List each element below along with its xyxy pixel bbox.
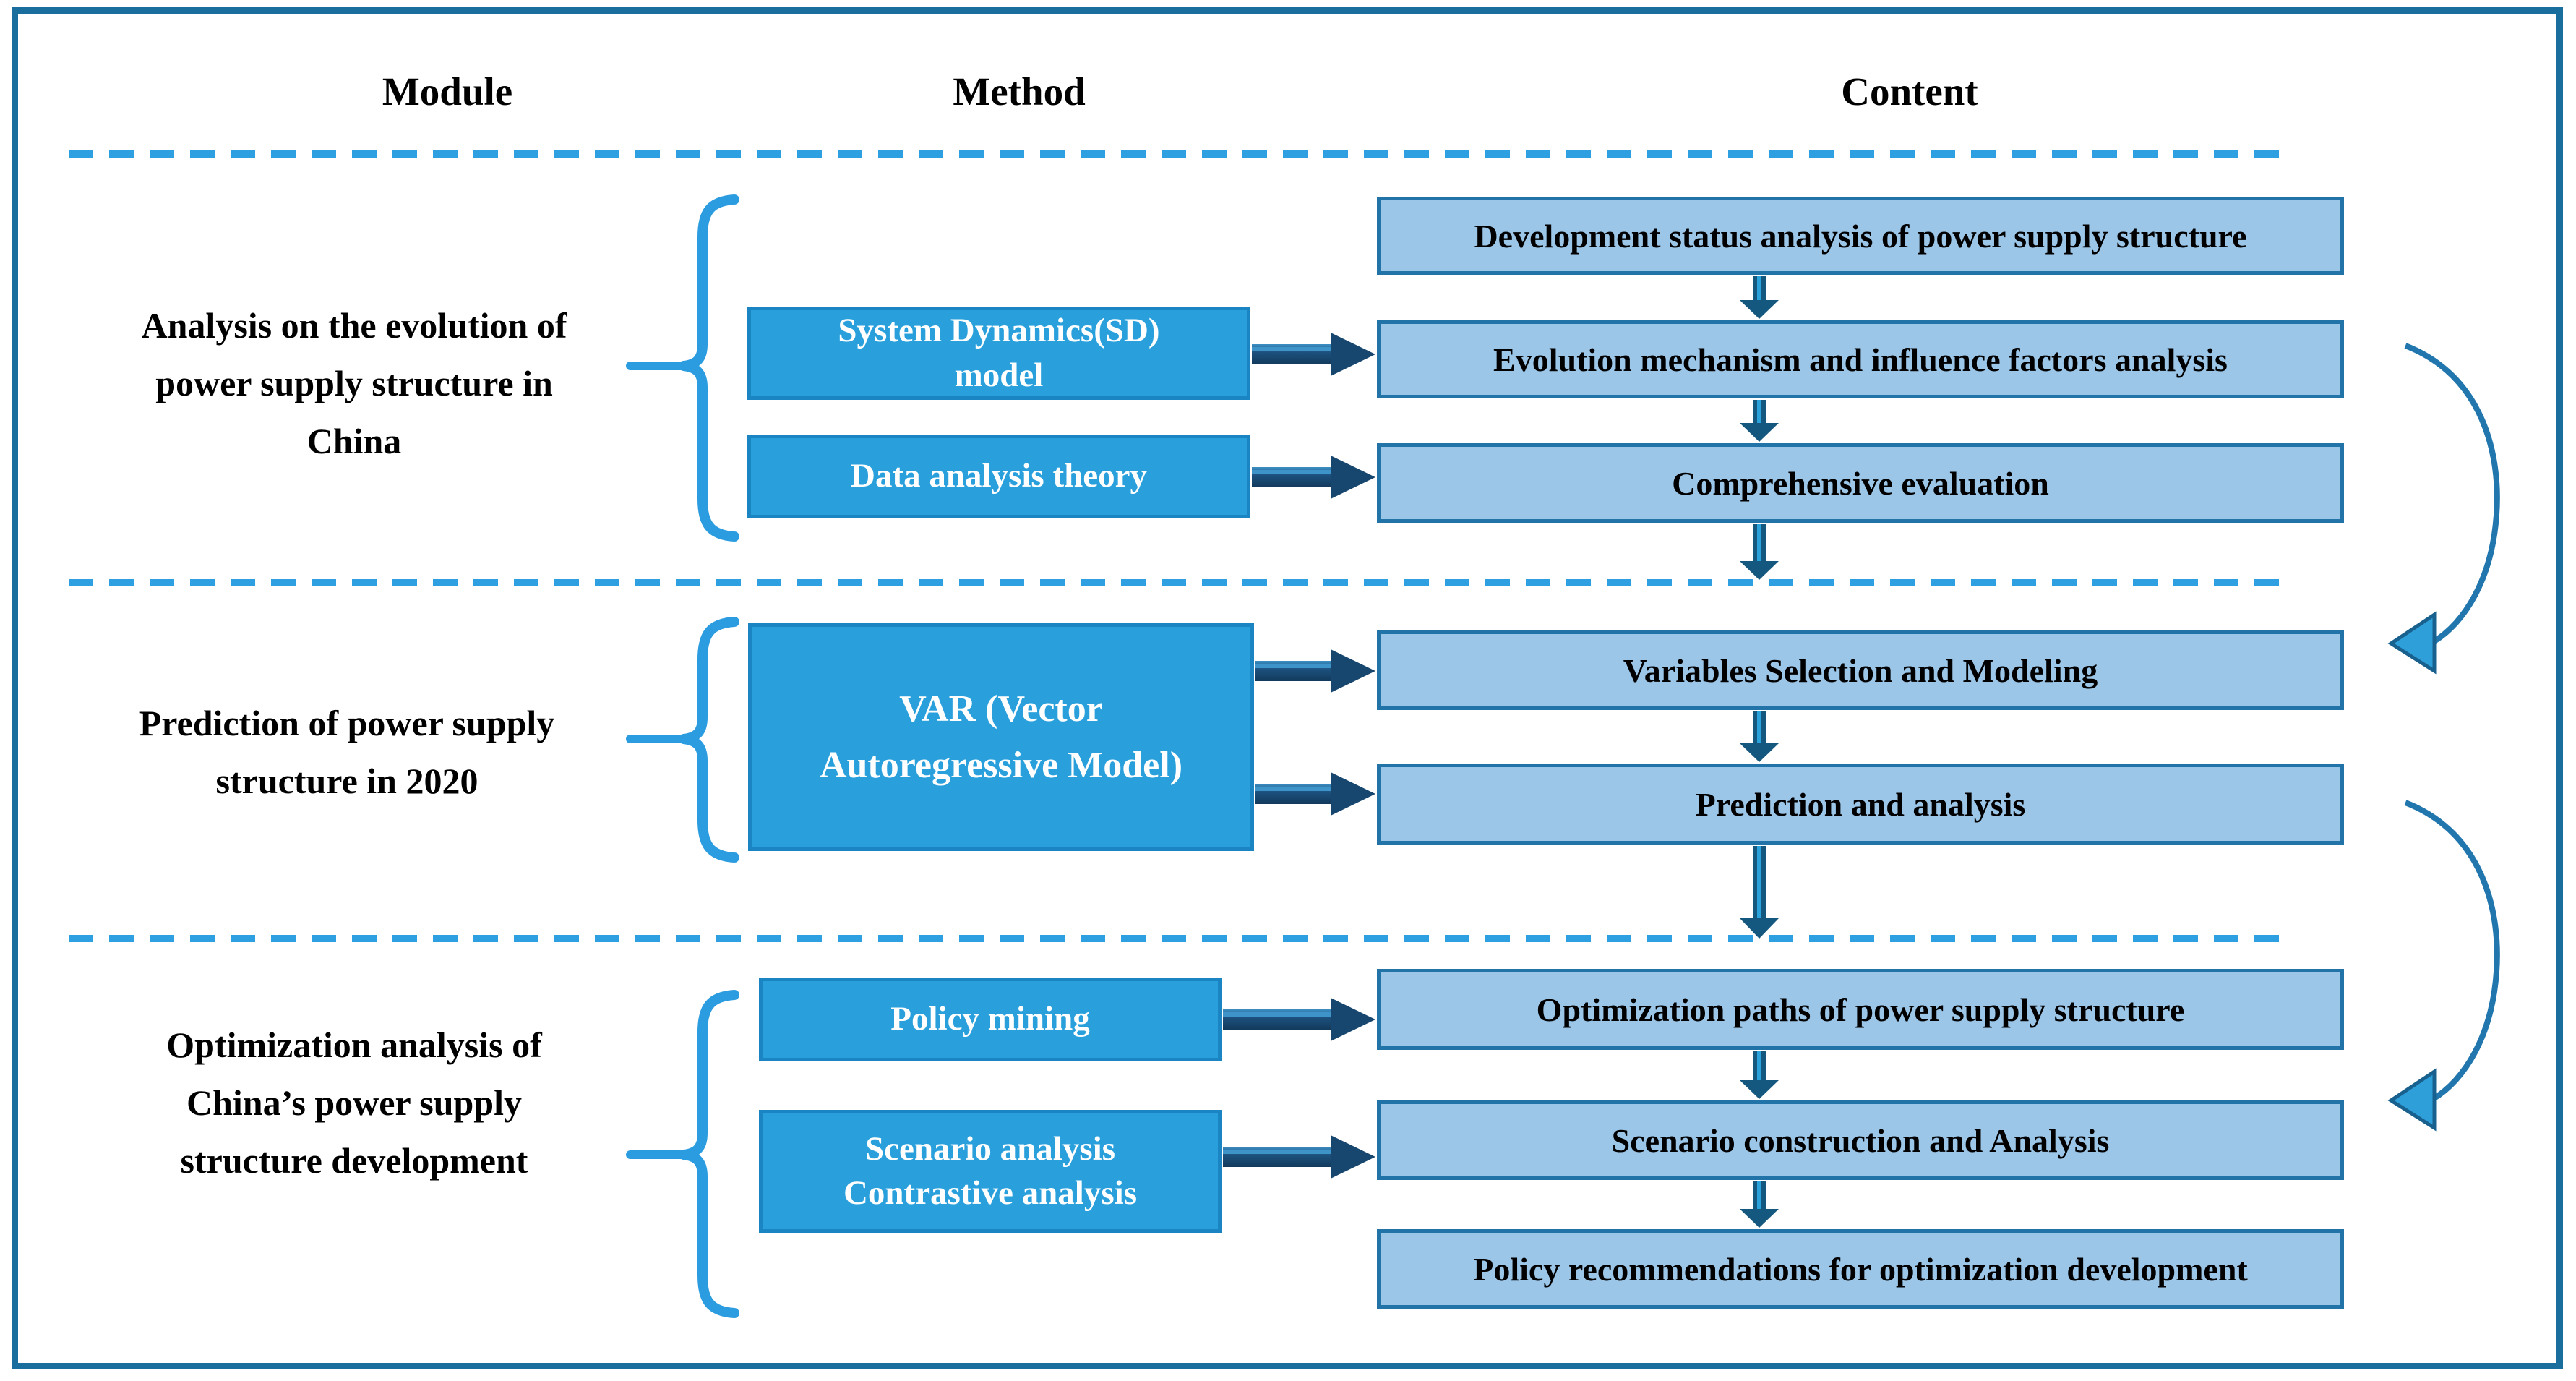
content-box-optimization-paths: Optimization paths of power supply struc…: [1377, 969, 2344, 1050]
column-header-method: Method: [953, 69, 1086, 114]
method-box-var-model: VAR (Vector Autoregressive Model): [748, 623, 1254, 851]
method-box-policy-mining: Policy mining: [759, 978, 1222, 1061]
module-1-label: Analysis on the evolution of power suppl…: [141, 305, 567, 461]
content-box-scenario-construction: Scenario construction and Analysis: [1377, 1100, 2344, 1180]
module-3-label: Optimization analysis of China’s power s…: [166, 1025, 542, 1181]
method-box-data-analysis: Data analysis theory: [747, 435, 1250, 518]
content-box-comprehensive-evaluation: Comprehensive evaluation: [1377, 443, 2344, 523]
column-header-module: Module: [382, 69, 513, 114]
content-box-prediction-analysis: Prediction and analysis: [1377, 764, 2344, 845]
outer-frame: [12, 7, 2563, 1369]
content-box-development-status: Development status analysis of power sup…: [1377, 197, 2344, 275]
method-box-scenario-analysis: Scenario analysis Contrastive analysis: [759, 1110, 1222, 1233]
column-header-content: Content: [1841, 69, 1978, 114]
method-box-system-dynamics: System Dynamics(SD) model: [747, 307, 1250, 400]
content-box-variables-selection: Variables Selection and Modeling: [1377, 630, 2344, 710]
content-box-evolution-mechanism: Evolution mechanism and influence factor…: [1377, 320, 2344, 398]
module-2-label: Prediction of power supply structure in …: [139, 703, 555, 801]
content-box-policy-recommendations: Policy recommendations for optimization …: [1377, 1229, 2344, 1309]
